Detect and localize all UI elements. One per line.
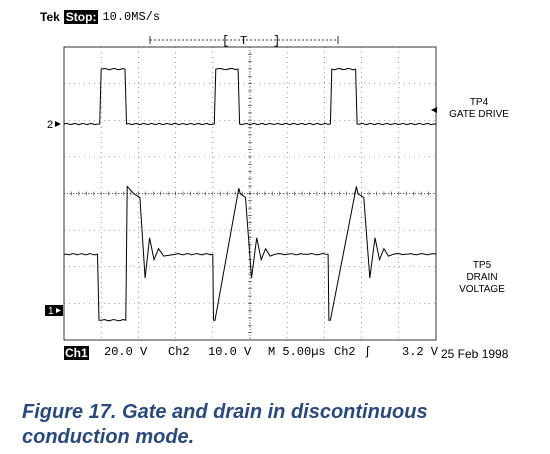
ch1-reference-marker: 1 [45, 305, 63, 317]
trigger-level-arrow-icon [431, 107, 437, 113]
svg-text:[: [ [222, 34, 229, 48]
ch1-name: Ch1 [64, 346, 89, 360]
graticule [63, 46, 437, 341]
oscilloscope-chart: [ ] T 2 1 [45, 34, 437, 341]
ch2-ref-arrow-icon [55, 121, 61, 127]
brand-label: Tek [40, 10, 60, 24]
ch1-scale: 20.0 V [104, 345, 148, 359]
trigger-level: 3.2 V [402, 345, 439, 359]
drain-voltage-trace [64, 185, 437, 322]
ch1-ref-label: 1 [48, 306, 54, 317]
trigger-marker: T [240, 34, 247, 48]
ch2-reference-marker: 2 [47, 119, 61, 131]
trigger-position-bracket: [ ] T [149, 34, 339, 48]
svg-text:]: ] [273, 34, 280, 48]
timebase: M 5.00µs [268, 345, 326, 359]
gate-drive-label: TP4 GATE DRIVE [448, 97, 510, 121]
gate-drive-trace [63, 67, 437, 126]
ch1-ref-arrow-icon [56, 308, 61, 313]
ch2-ref-label: 2 [47, 119, 53, 131]
ch2-scale: 10.0 V [208, 345, 252, 359]
sample-rate: 10.0MS/s [102, 10, 161, 24]
ch2-name: Ch2 [168, 345, 190, 359]
acquisition-state-badge: Stop: [63, 10, 99, 24]
drain-label-line-3: VOLTAGE [459, 284, 505, 295]
drain-label-line-2: DRAIN [466, 272, 498, 283]
channel-readout-bar: Ch1 20.0 V Ch2 10.0 V M 5.00µs Ch2 ʃ 3.2… [64, 345, 544, 361]
traces [63, 67, 437, 322]
capture-date: 25 Feb 1998 [441, 347, 509, 361]
trigger-source: Ch2 [334, 345, 356, 359]
scope-status-bar: Tek Stop: 10.0MS/s [40, 10, 160, 24]
drain-voltage-label: TP5 DRAIN VOLTAGE [452, 260, 512, 296]
gate-label-line-1: TP4 [469, 97, 489, 108]
trigger-slope-icon: ʃ [364, 345, 372, 359]
drain-label-line-1: TP5 [472, 260, 492, 271]
figure-caption: Figure 17. Gate and drain in discontinuo… [22, 401, 428, 448]
gate-label-line-2: GATE DRIVE [449, 109, 509, 120]
